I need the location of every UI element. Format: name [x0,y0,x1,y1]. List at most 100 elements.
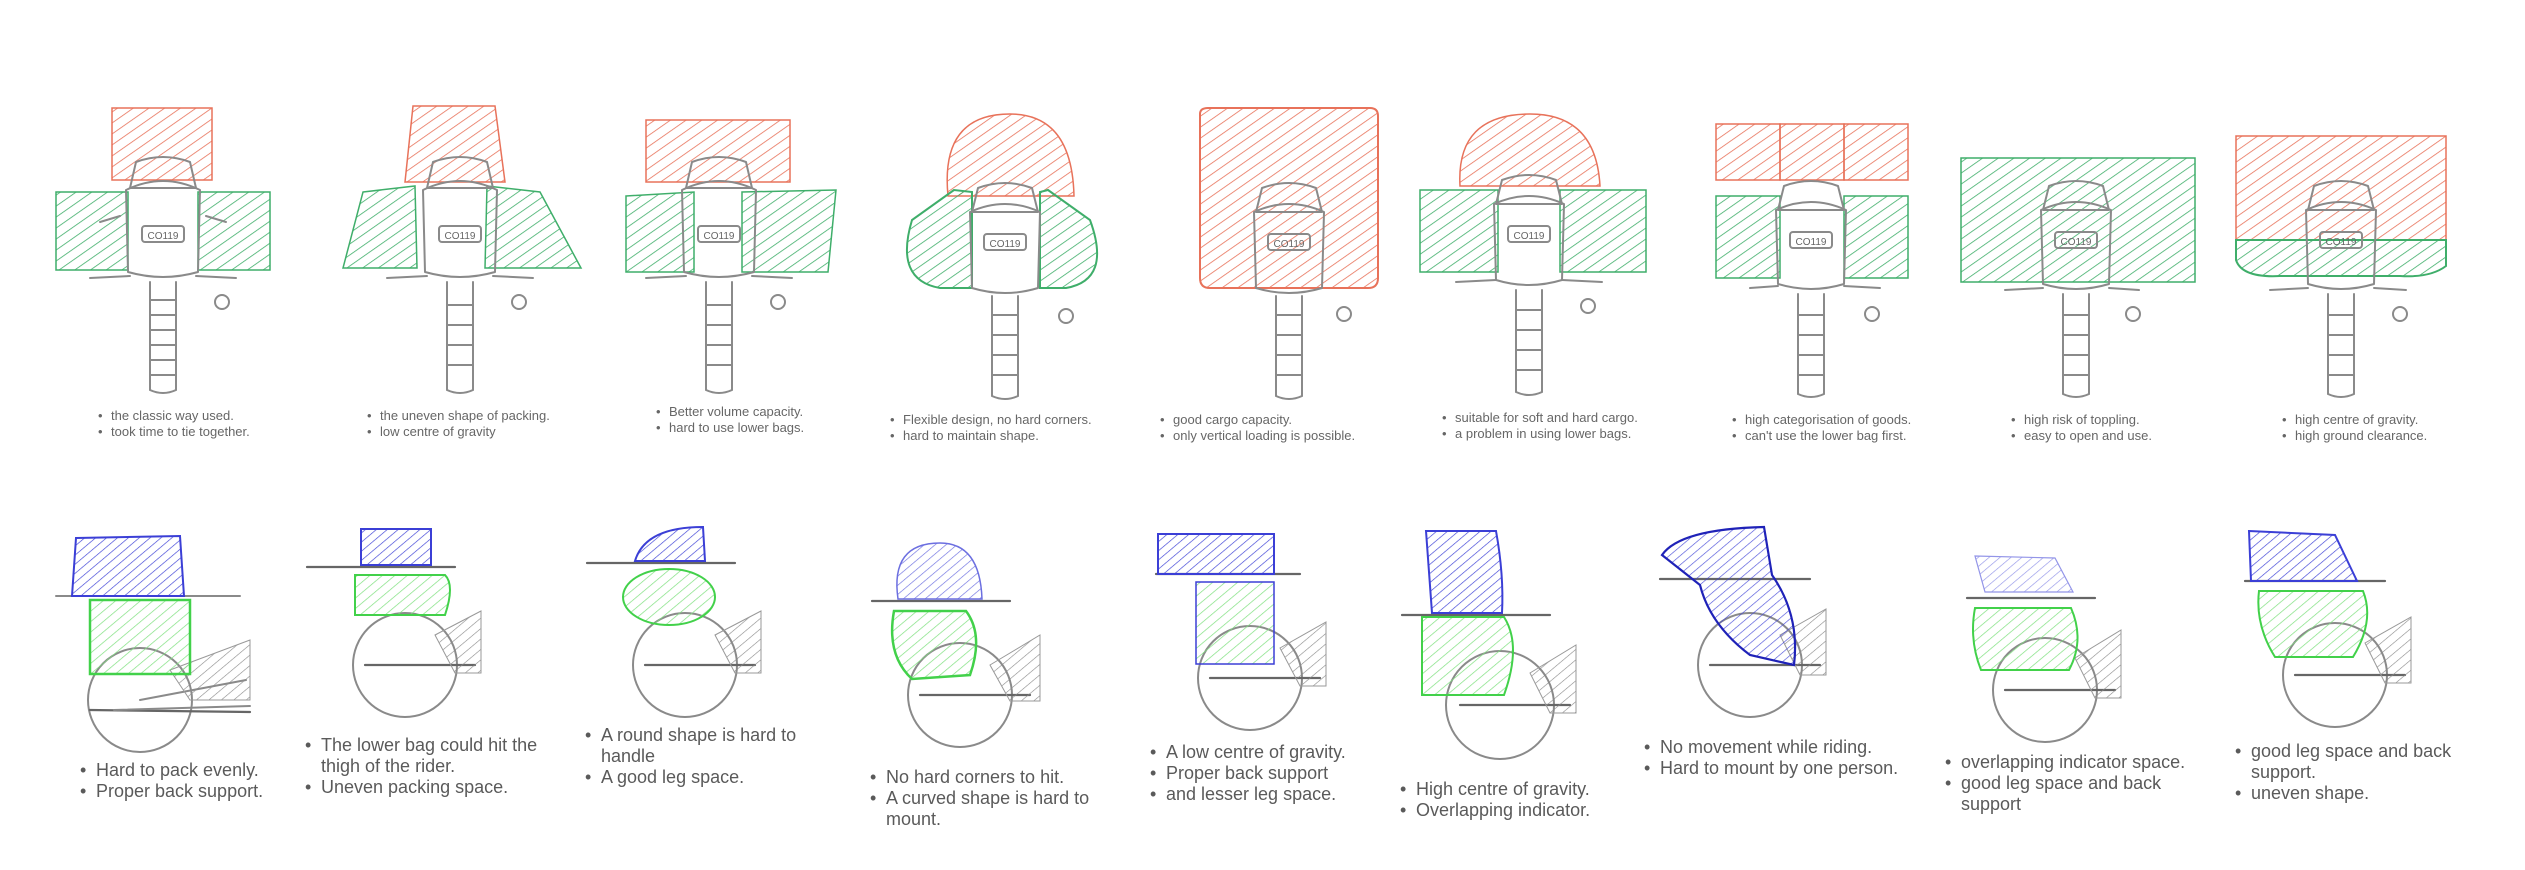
side-concept-7-sketch [1658,525,1827,718]
rear-concept-5-sketch: CO119 [1199,107,1379,400]
top-box [946,113,1075,197]
top-box [2247,529,2359,582]
motorcycle-rear [969,182,1074,400]
left-bag [905,188,973,289]
note: Hard to mount by one person. [1644,758,1924,779]
rear-concept-6: CO119 suitable for soft and hard cargo. … [1419,100,1692,450]
rear-concept-5: CO119 good cargo capacity. only vertical… [1160,100,1420,450]
note: A round shape is hard to handle [585,725,825,767]
rear-concept-1-sketch: CO119 [55,107,271,394]
rear-concept-8-sketch: CO119 [1960,157,2196,398]
notes-list: High centre of gravity. Overlapping indi… [1400,779,1650,822]
note: A curved shape is hard to mount. [870,788,1120,830]
side-concept-1-sketch [55,534,252,753]
side-bag [354,574,451,616]
side-bag [1421,616,1514,696]
cargo-box [1199,107,1379,289]
note: overlapping indicator space. [1945,752,2205,773]
top-mid-bin [1779,123,1845,181]
top-box [2235,135,2447,241]
right-bag [1039,188,1099,289]
wide-box [1960,157,2196,283]
side-bag [88,598,192,676]
side-concept-7: No movement while riding. Hard to mount … [1640,525,1920,845]
note: Proper back support. [80,781,320,802]
rear-concept-3: CO119 Better volume capacity. hard to us… [620,100,880,450]
side-concept-1: Hard to pack evenly. Proper back support… [50,530,300,850]
notes-list: Hard to pack evenly. Proper back support… [80,760,320,803]
note: High centre of gravity. [1400,779,1650,800]
side-concept-9: good leg space and back support. uneven … [2235,525,2505,845]
left-bag [342,185,418,269]
svg-text:CO119: CO119 [704,231,735,242]
note: Proper back support [1150,763,1410,784]
top-box [404,105,506,183]
right-bag [1559,189,1647,273]
top-box [1459,113,1601,187]
side-concept-9-sketch [2243,529,2412,728]
rear-concept-2: CO119 the uneven shape of packing. low c… [335,100,595,450]
motorcycle-rear [2004,180,2141,398]
note: high ground clearance. [2282,428,2492,445]
top-box [1424,530,1504,614]
left-bag [625,191,695,273]
note: good leg space and back support. [2235,741,2505,783]
notes-list: suitable for soft and hard cargo. a prob… [1442,410,1692,443]
rear-concept-4: CO119 Flexible design, no hard corners. … [890,100,1150,450]
rear-concept-1: CO119 the classic way used. took time to… [50,100,310,450]
motorcycle-rear [1455,174,1603,396]
rear-concept-6-sketch: CO119 [1419,113,1647,396]
motorcycle-rear [645,156,793,394]
rear-concept-9: CO119 high centre of gravity. high groun… [2230,100,2490,450]
notes-list: good leg space and back support. uneven … [2235,741,2505,805]
motorcycle-side [305,565,482,718]
svg-text:CO119: CO119 [1796,237,1827,248]
lower-bag [2235,239,2447,278]
left-bag [55,191,129,271]
note: took time to tie together. [98,424,328,441]
right-bag [484,185,583,269]
side-concept-5: A low centre of gravity. Proper back sup… [1150,530,1410,850]
side-concept-8-sketch [1965,555,2122,743]
top-box [70,534,186,597]
note: only vertical loading is possible. [1160,428,1420,445]
side-concept-2-sketch [305,528,482,718]
top-box [633,525,707,562]
svg-text:CO119: CO119 [2326,237,2357,248]
note: high centre of gravity. [2282,412,2492,429]
note: The lower bag could hit the thigh of the… [305,735,565,777]
note: can't use the lower bag first. [1732,428,1972,445]
rear-concept-7: CO119 high categorisation of goods. can'… [1710,100,1970,450]
side-bag [890,609,978,681]
motorcycle-rear [2269,180,2408,398]
note: suitable for soft and hard cargo. [1442,410,1692,427]
svg-text:CO119: CO119 [1274,239,1305,250]
notes-list: high categorisation of goods. can't use … [1732,412,1972,445]
side-bag [622,568,716,626]
notes-list: Better volume capacity. hard to use lowe… [656,404,886,437]
note: good leg space and back support [1945,773,2205,815]
rear-concept-9-sketch: CO119 [2235,135,2447,398]
rear-concept-4-sketch: CO119 [905,113,1099,400]
note: hard to maintain shape. [890,428,1150,445]
notes-list: high risk of toppling. easy to open and … [2011,412,2211,445]
right-bag [1843,195,1909,279]
notes-list: the classic way used. took time to tie t… [98,408,328,441]
motorcycle-rear [89,156,237,394]
note: uneven shape. [2235,783,2505,804]
top-box [645,119,791,183]
motorcycle-rear [1253,182,1352,400]
note: hard to use lower bags. [656,420,886,437]
note: the uneven shape of packing. [367,408,607,425]
side-bag [1972,607,2079,671]
top-box [111,107,213,181]
notes-list: A low centre of gravity. Proper back sup… [1150,742,1410,806]
note: Uneven packing space. [305,777,565,798]
svg-text:CO119: CO119 [2061,237,2092,248]
note: Flexible design, no hard corners. [890,412,1150,429]
svg-text:CO119: CO119 [990,239,1021,250]
note: good cargo capacity. [1160,412,1420,429]
rear-concept-2-sketch: CO119 [342,105,583,394]
side-concept-6-sketch [1400,530,1577,760]
motorcycle-rear [386,156,534,394]
